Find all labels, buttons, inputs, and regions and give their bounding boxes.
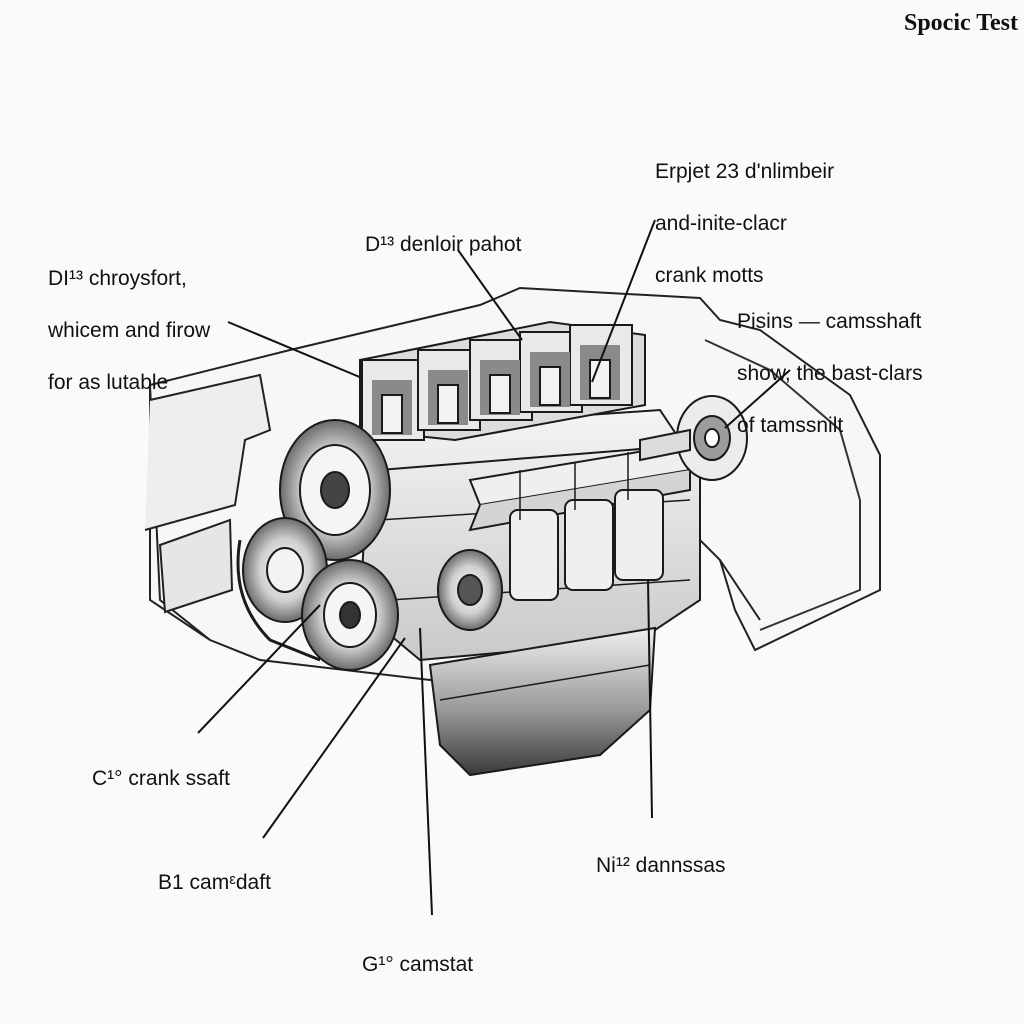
label-line: of tamssnilt bbox=[737, 414, 844, 437]
label-bottom-left: B1 camᵋdaft bbox=[158, 844, 271, 922]
page-title: Spocic Test bbox=[903, 10, 1018, 36]
leader-bottom-right bbox=[647, 579, 653, 819]
label-line: Pisins — camsshaft bbox=[737, 310, 922, 333]
label-right-mid: Pisins — camsshaft show, the bast-clars … bbox=[737, 283, 923, 465]
leader-lines bbox=[197, 219, 791, 916]
manifold bbox=[468, 443, 692, 601]
leader-bottom-mid bbox=[419, 627, 433, 916]
label-line: C¹° crank ssaft bbox=[92, 767, 230, 790]
leader-right-mid bbox=[724, 369, 791, 429]
label-line: G¹° camstat bbox=[362, 953, 474, 976]
leader-bottom-left bbox=[262, 637, 406, 839]
label-line: and-inite-clacr bbox=[655, 212, 787, 235]
label-line: Erpjet 23 d'nlimbeir bbox=[655, 160, 835, 183]
label-line: whicem and firow bbox=[48, 319, 211, 342]
leader-center-top bbox=[457, 249, 523, 341]
label-line: DI¹³ chroysfort, bbox=[48, 267, 187, 290]
label-right-top: Erpjet 23 d'nlimbeir and-inite-clacr cra… bbox=[655, 133, 834, 315]
label-line: D¹³ denloir pahot bbox=[365, 233, 522, 256]
leader-right-top bbox=[591, 219, 656, 383]
leader-left-low bbox=[197, 604, 321, 734]
oil-pan bbox=[428, 626, 657, 777]
label-line: B1 camᵋdaft bbox=[158, 871, 271, 894]
label-center-top: D¹³ denloir pahot bbox=[365, 206, 521, 284]
camshaft-end bbox=[639, 395, 748, 481]
label-line: Ni¹² dannssas bbox=[596, 854, 726, 877]
label-line: for as lutable bbox=[48, 371, 169, 394]
leader-left-top bbox=[227, 321, 363, 379]
pulleys bbox=[236, 419, 503, 671]
label-line: show, the bast-clars bbox=[737, 362, 923, 385]
label-left-low: C¹° crank ssaft bbox=[92, 740, 230, 818]
label-bottom-mid: G¹° camstat bbox=[362, 926, 473, 1004]
cylinder-head bbox=[359, 320, 646, 442]
label-bottom-right: Ni¹² dannssas bbox=[596, 827, 726, 905]
label-left-top: DI¹³ chroysfort, whicem and firow for as… bbox=[48, 240, 210, 422]
label-line: crank motts bbox=[655, 264, 764, 287]
